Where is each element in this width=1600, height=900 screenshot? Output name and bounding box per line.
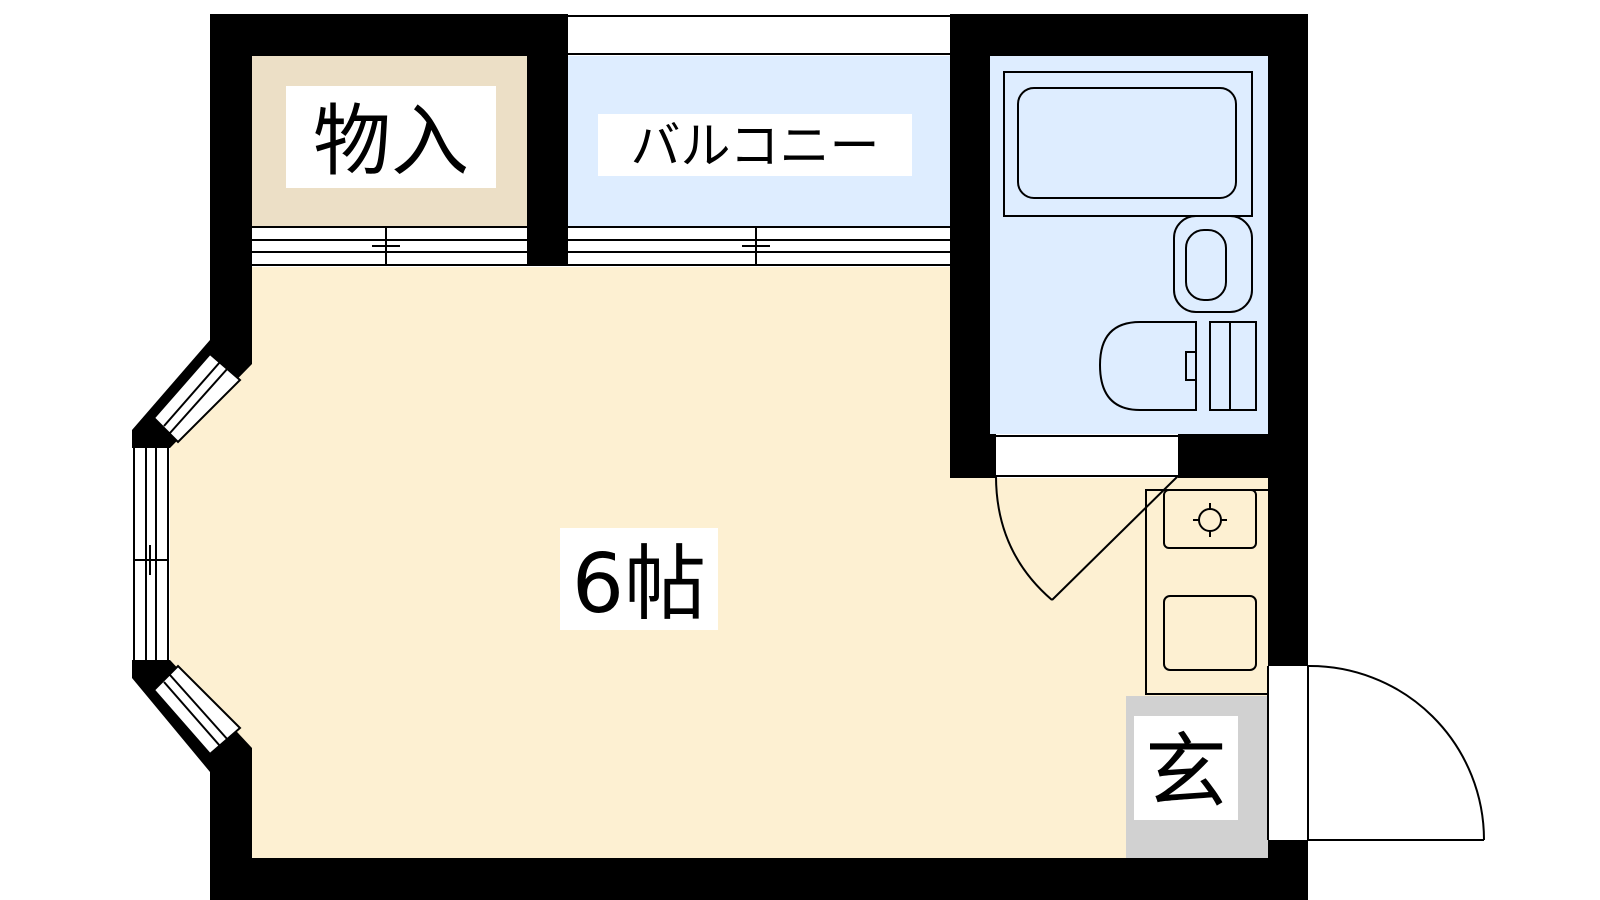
top-wall-right [950, 14, 1308, 56]
bathroom-wall-bottom-right [1178, 434, 1268, 478]
storage-label: 物入 [286, 86, 496, 188]
kitchen-counter [1145, 489, 1268, 695]
toilet-seat-edge [1185, 351, 1197, 381]
bathroom-fixtures [1003, 71, 1257, 411]
bathroom-wall-bottom-left [950, 434, 996, 478]
right-wall-lower [1268, 840, 1308, 900]
bathtub-basin [1017, 87, 1237, 199]
svg-text:玄: 玄 [1145, 725, 1227, 820]
bathtub [1003, 71, 1253, 217]
bathroom-door [995, 434, 1179, 601]
balcony-label: バルコニー [598, 114, 912, 176]
balcony-railing [568, 15, 950, 55]
left-wall-upper [210, 14, 252, 350]
main-room-label: 6帖 [560, 528, 718, 632]
bay-window [132, 352, 242, 756]
svg-text:6帖: 6帖 [572, 537, 706, 632]
bottom-wall [210, 858, 1308, 900]
toilet [1098, 321, 1197, 411]
storage-divider-wall [527, 14, 568, 266]
svg-text:バルコニー: バルコニー [631, 117, 880, 175]
entrance-label: 玄 [1134, 716, 1238, 820]
storage-sliding-door [252, 226, 527, 267]
sink [1173, 215, 1253, 313]
balcony-sliding-window [568, 226, 950, 267]
entrance-door [1267, 664, 1485, 841]
stove [1163, 489, 1257, 549]
kitchen-sink [1163, 595, 1257, 671]
top-wall-left [210, 14, 568, 56]
sink-basin [1185, 229, 1227, 301]
bathroom-area [990, 56, 1268, 434]
bathroom-wall-left [950, 14, 990, 478]
main-room-area [170, 267, 1268, 858]
right-wall-upper [1268, 14, 1308, 666]
svg-text:物入: 物入 [313, 97, 469, 187]
